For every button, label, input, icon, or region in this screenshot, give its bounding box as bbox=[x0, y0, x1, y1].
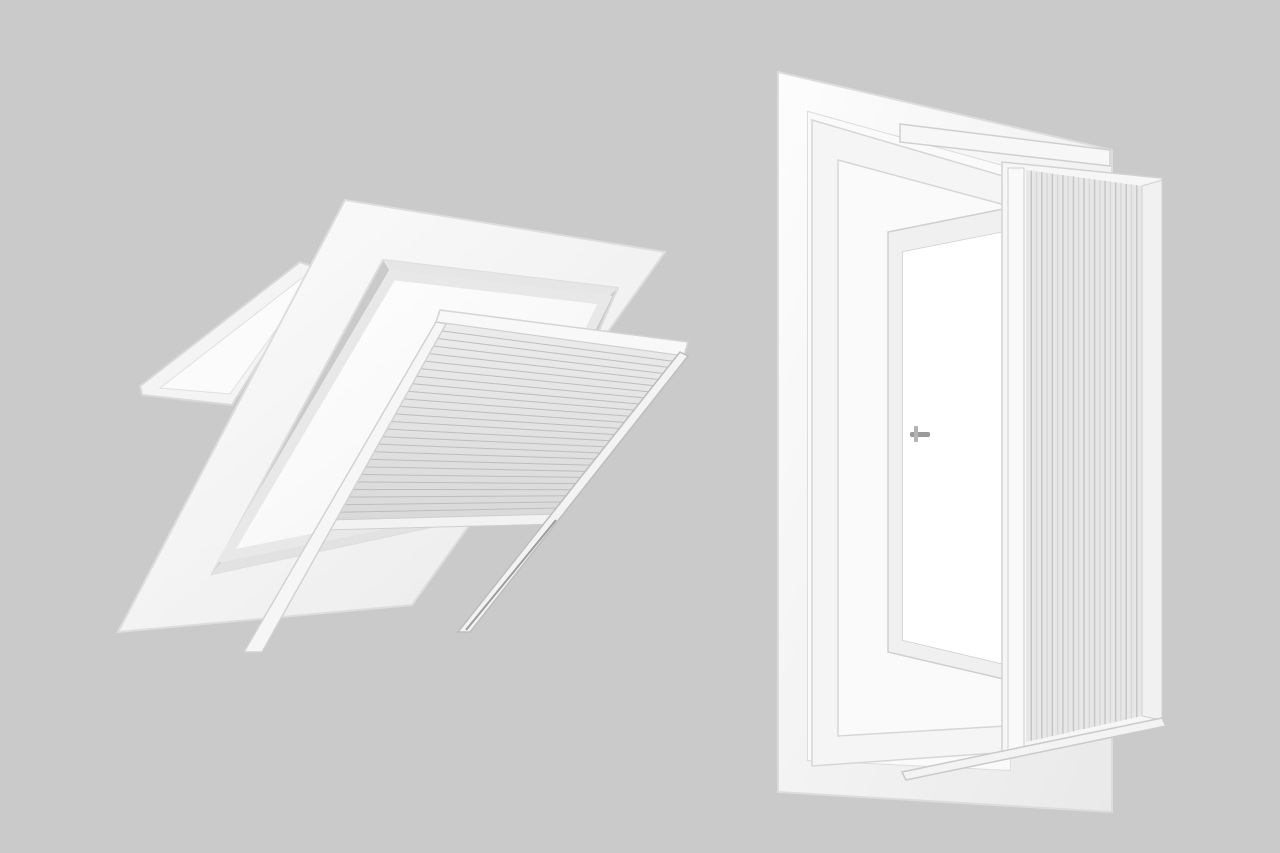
screen-pleat-line bbox=[394, 397, 637, 418]
screen-pleat-line bbox=[377, 428, 618, 442]
screen-pleat-line bbox=[332, 507, 565, 513]
screen-pleats bbox=[332, 329, 680, 513]
door-handle-rose bbox=[914, 426, 918, 442]
screen-pleat-line bbox=[348, 481, 584, 485]
screen-pleat-line bbox=[431, 329, 680, 363]
screen-pleat-line bbox=[411, 367, 656, 393]
screen-side-rail-right bbox=[456, 351, 690, 633]
screen-pleat-line bbox=[427, 336, 675, 369]
screen-pleat-line bbox=[336, 501, 570, 506]
screen-pleat-line bbox=[361, 458, 599, 466]
door-assembly bbox=[777, 70, 1168, 814]
door-bottom-rail bbox=[900, 717, 1168, 781]
screen-pleat-line bbox=[386, 412, 627, 430]
door-screen-right-profile bbox=[1141, 179, 1163, 721]
screen-pleat-line bbox=[365, 450, 603, 460]
screen-pleat-line bbox=[419, 351, 665, 381]
screen-pleat-line bbox=[340, 495, 575, 498]
screen-side-rail-right-shadow bbox=[465, 519, 557, 631]
door-handle-icon bbox=[910, 432, 930, 437]
screen-pleat-line bbox=[352, 473, 589, 479]
door-screen-top-cassette bbox=[899, 123, 1111, 167]
door-screen-handle-bar bbox=[1007, 167, 1025, 753]
screen-pleat-line bbox=[402, 382, 646, 406]
screen-pleat-line bbox=[423, 344, 670, 375]
roof-window-pleated-screen bbox=[242, 309, 690, 653]
door-open-leaf-glass bbox=[903, 232, 1004, 664]
screen-pleat-line bbox=[415, 359, 661, 387]
screen-pleat-line bbox=[398, 390, 642, 412]
screen-pleat-line bbox=[373, 435, 613, 448]
screen-pleat-line bbox=[381, 420, 623, 436]
screen-pleat-line bbox=[406, 374, 651, 400]
screen-pleat-line bbox=[390, 405, 632, 424]
screen-pleat-line bbox=[369, 443, 608, 454]
door-screen-pleats bbox=[1030, 170, 1138, 741]
screen-side-rail-left bbox=[242, 321, 448, 653]
screen-pleat-line bbox=[357, 466, 594, 472]
